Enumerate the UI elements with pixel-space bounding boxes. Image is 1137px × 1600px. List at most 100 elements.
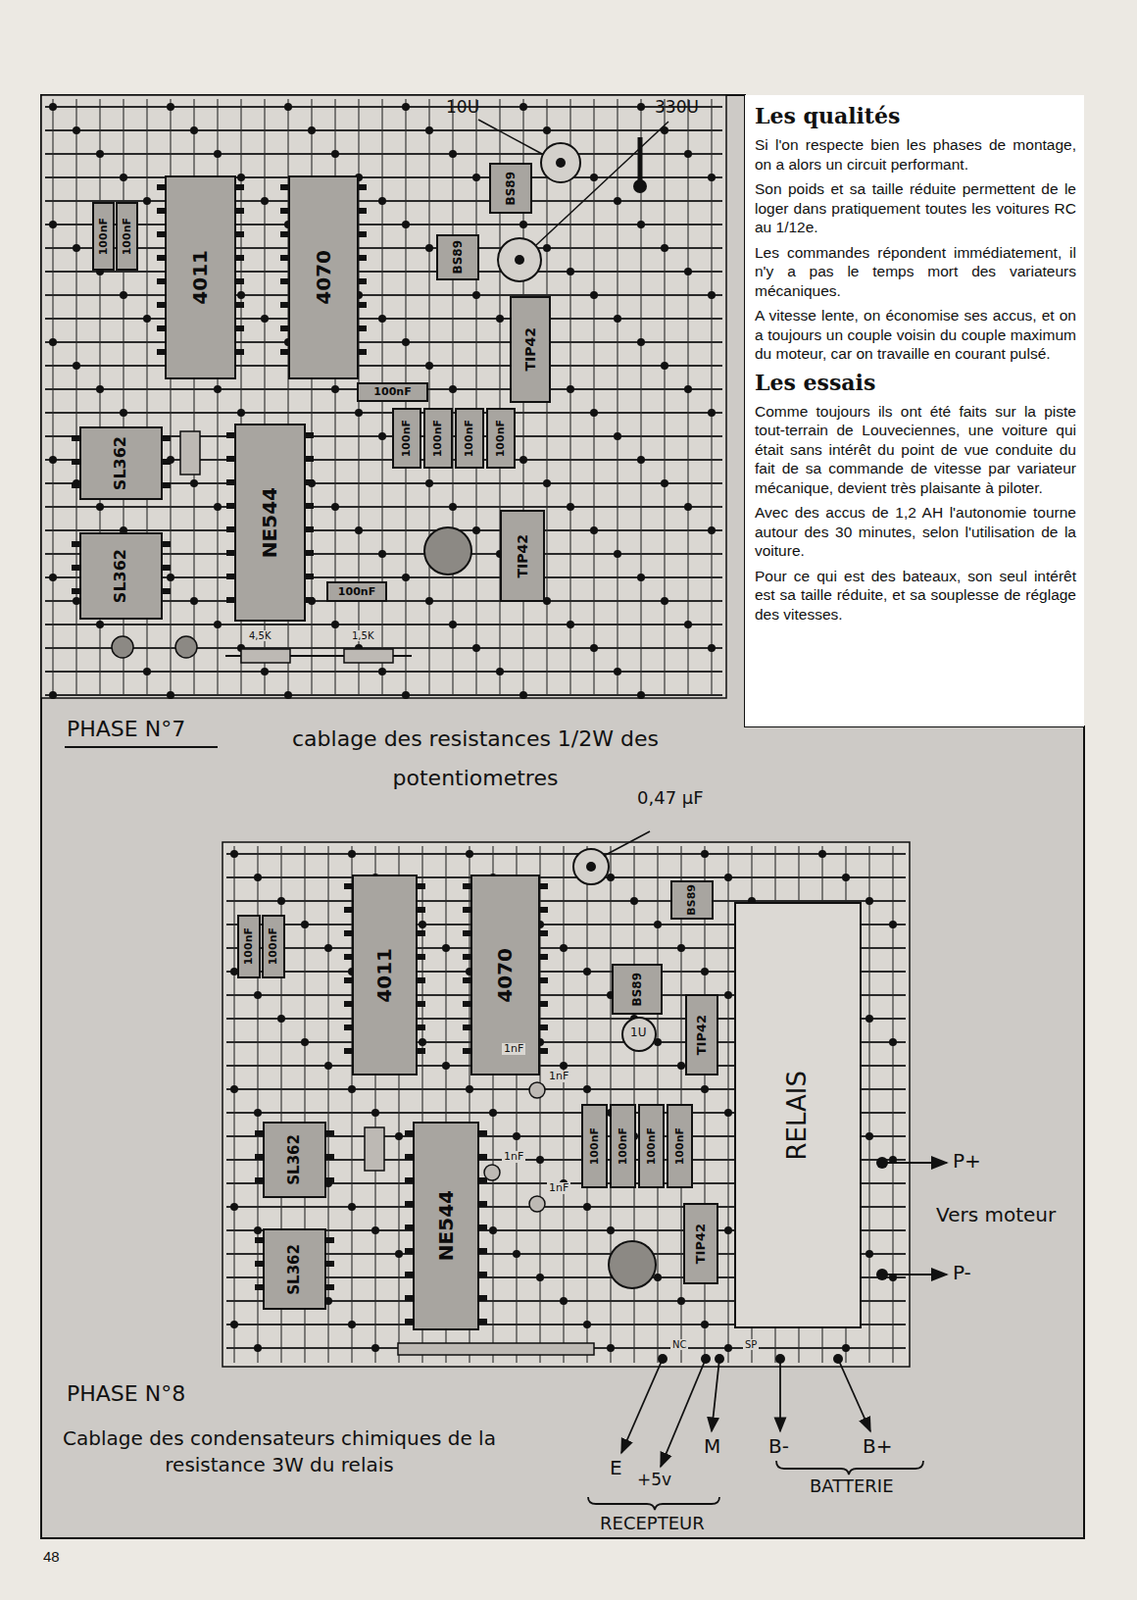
pad: [395, 1249, 403, 1258]
part-marking: 100nF: [400, 419, 413, 457]
pad: [190, 596, 198, 605]
pad: [555, 157, 566, 168]
pad: [284, 102, 293, 111]
copper-strip: [45, 270, 723, 273]
ic-package: SL362: [79, 426, 163, 500]
pad: [865, 1249, 874, 1258]
ic-pin: [358, 184, 367, 191]
pad: [684, 149, 693, 158]
ic-pin: [358, 301, 367, 308]
ic-pin: [236, 254, 245, 261]
pad: [401, 102, 410, 111]
pad: [865, 1014, 874, 1023]
ic-pin: [236, 231, 245, 238]
ic-pin: [404, 1271, 413, 1278]
pad: [425, 126, 434, 135]
pad: [230, 1202, 239, 1211]
ic-pin: [280, 207, 289, 214]
underline: [64, 745, 218, 748]
signal-name: B-: [768, 1434, 790, 1457]
copper-strip: [45, 105, 723, 108]
pad: [213, 502, 222, 511]
ic-pin: [344, 906, 352, 913]
pad: [277, 896, 286, 905]
wire-arrow: [711, 1358, 720, 1432]
ic-pin: [417, 1047, 426, 1054]
pad: [519, 455, 528, 464]
transistor-package: TIP42: [499, 509, 545, 602]
pad: [559, 943, 568, 952]
pad: [277, 1014, 286, 1023]
signal-name: B+: [862, 1434, 892, 1457]
potentiometer: [111, 636, 134, 658]
pcb-board: [41, 95, 727, 698]
signal-name: E: [609, 1456, 623, 1479]
copper-strip: [45, 693, 723, 696]
ic-pin: [326, 1153, 335, 1160]
ic-pin: [479, 1247, 488, 1254]
pad: [707, 408, 716, 417]
resistor-symbol: [344, 648, 394, 663]
transistor-package: BS89: [670, 880, 714, 920]
pad: [700, 967, 709, 976]
ic-pin: [417, 883, 426, 890]
pad: [543, 244, 551, 252]
pad: [96, 149, 104, 158]
pad: [841, 1343, 850, 1352]
ic-pin: [479, 1153, 488, 1160]
ic-pin: [417, 977, 426, 984]
ic-pin: [462, 883, 471, 890]
ic-pin: [71, 458, 80, 465]
ic-pin: [71, 541, 80, 547]
pad: [213, 620, 222, 629]
pad: [230, 849, 239, 858]
pad: [495, 314, 504, 323]
body-paragraph: Avec des accus de 1,2 AH l'autonomie tou…: [754, 502, 1077, 561]
pad: [637, 455, 645, 464]
pad: [700, 849, 709, 858]
pad: [425, 596, 434, 605]
pad: [472, 643, 481, 652]
pad: [512, 1249, 521, 1258]
ic-package: NE544: [412, 1121, 480, 1331]
capacitor-value: 1nF: [501, 1150, 526, 1163]
copper-strip: [45, 411, 723, 414]
pad: [653, 1273, 662, 1282]
ic-pin: [404, 1318, 413, 1325]
ceramic-capacitor: [484, 1164, 500, 1181]
pad: [677, 1296, 686, 1305]
pad: [347, 849, 356, 858]
part-marking: SL362: [112, 548, 130, 603]
pad: [354, 408, 363, 417]
part-marking: TIP42: [694, 1014, 709, 1055]
ic-pin: [280, 325, 289, 332]
ic-pin: [156, 254, 165, 261]
part-marking: 100nF: [589, 1127, 601, 1165]
ic-pin: [156, 231, 165, 238]
body-paragraph: A vitesse lente, on économise ses accus,…: [754, 305, 1077, 364]
pad: [559, 1296, 568, 1305]
wire-arrow: [838, 1358, 871, 1432]
pad: [472, 173, 481, 182]
pad: [613, 432, 622, 441]
resistor-symbol: [180, 431, 200, 475]
ic-pin: [162, 482, 171, 489]
pad: [119, 408, 128, 417]
ic-pin: [540, 953, 548, 960]
pad: [49, 691, 57, 699]
pad: [324, 1061, 333, 1070]
part-marking: BS89: [631, 972, 644, 1007]
ic-pin: [417, 930, 426, 937]
ic-pin: [226, 479, 235, 486]
part-marking: 100nF: [243, 927, 255, 965]
pad: [637, 338, 645, 347]
pad: [724, 1108, 733, 1117]
pad: [660, 361, 669, 370]
part-marking: 100nF: [121, 217, 134, 255]
part-marking: TIP42: [693, 1223, 708, 1264]
pad: [260, 314, 269, 323]
pad: [395, 1132, 403, 1140]
pad: [442, 943, 450, 952]
pad: [472, 291, 481, 299]
capacitor-box: 100nF: [638, 1103, 665, 1188]
